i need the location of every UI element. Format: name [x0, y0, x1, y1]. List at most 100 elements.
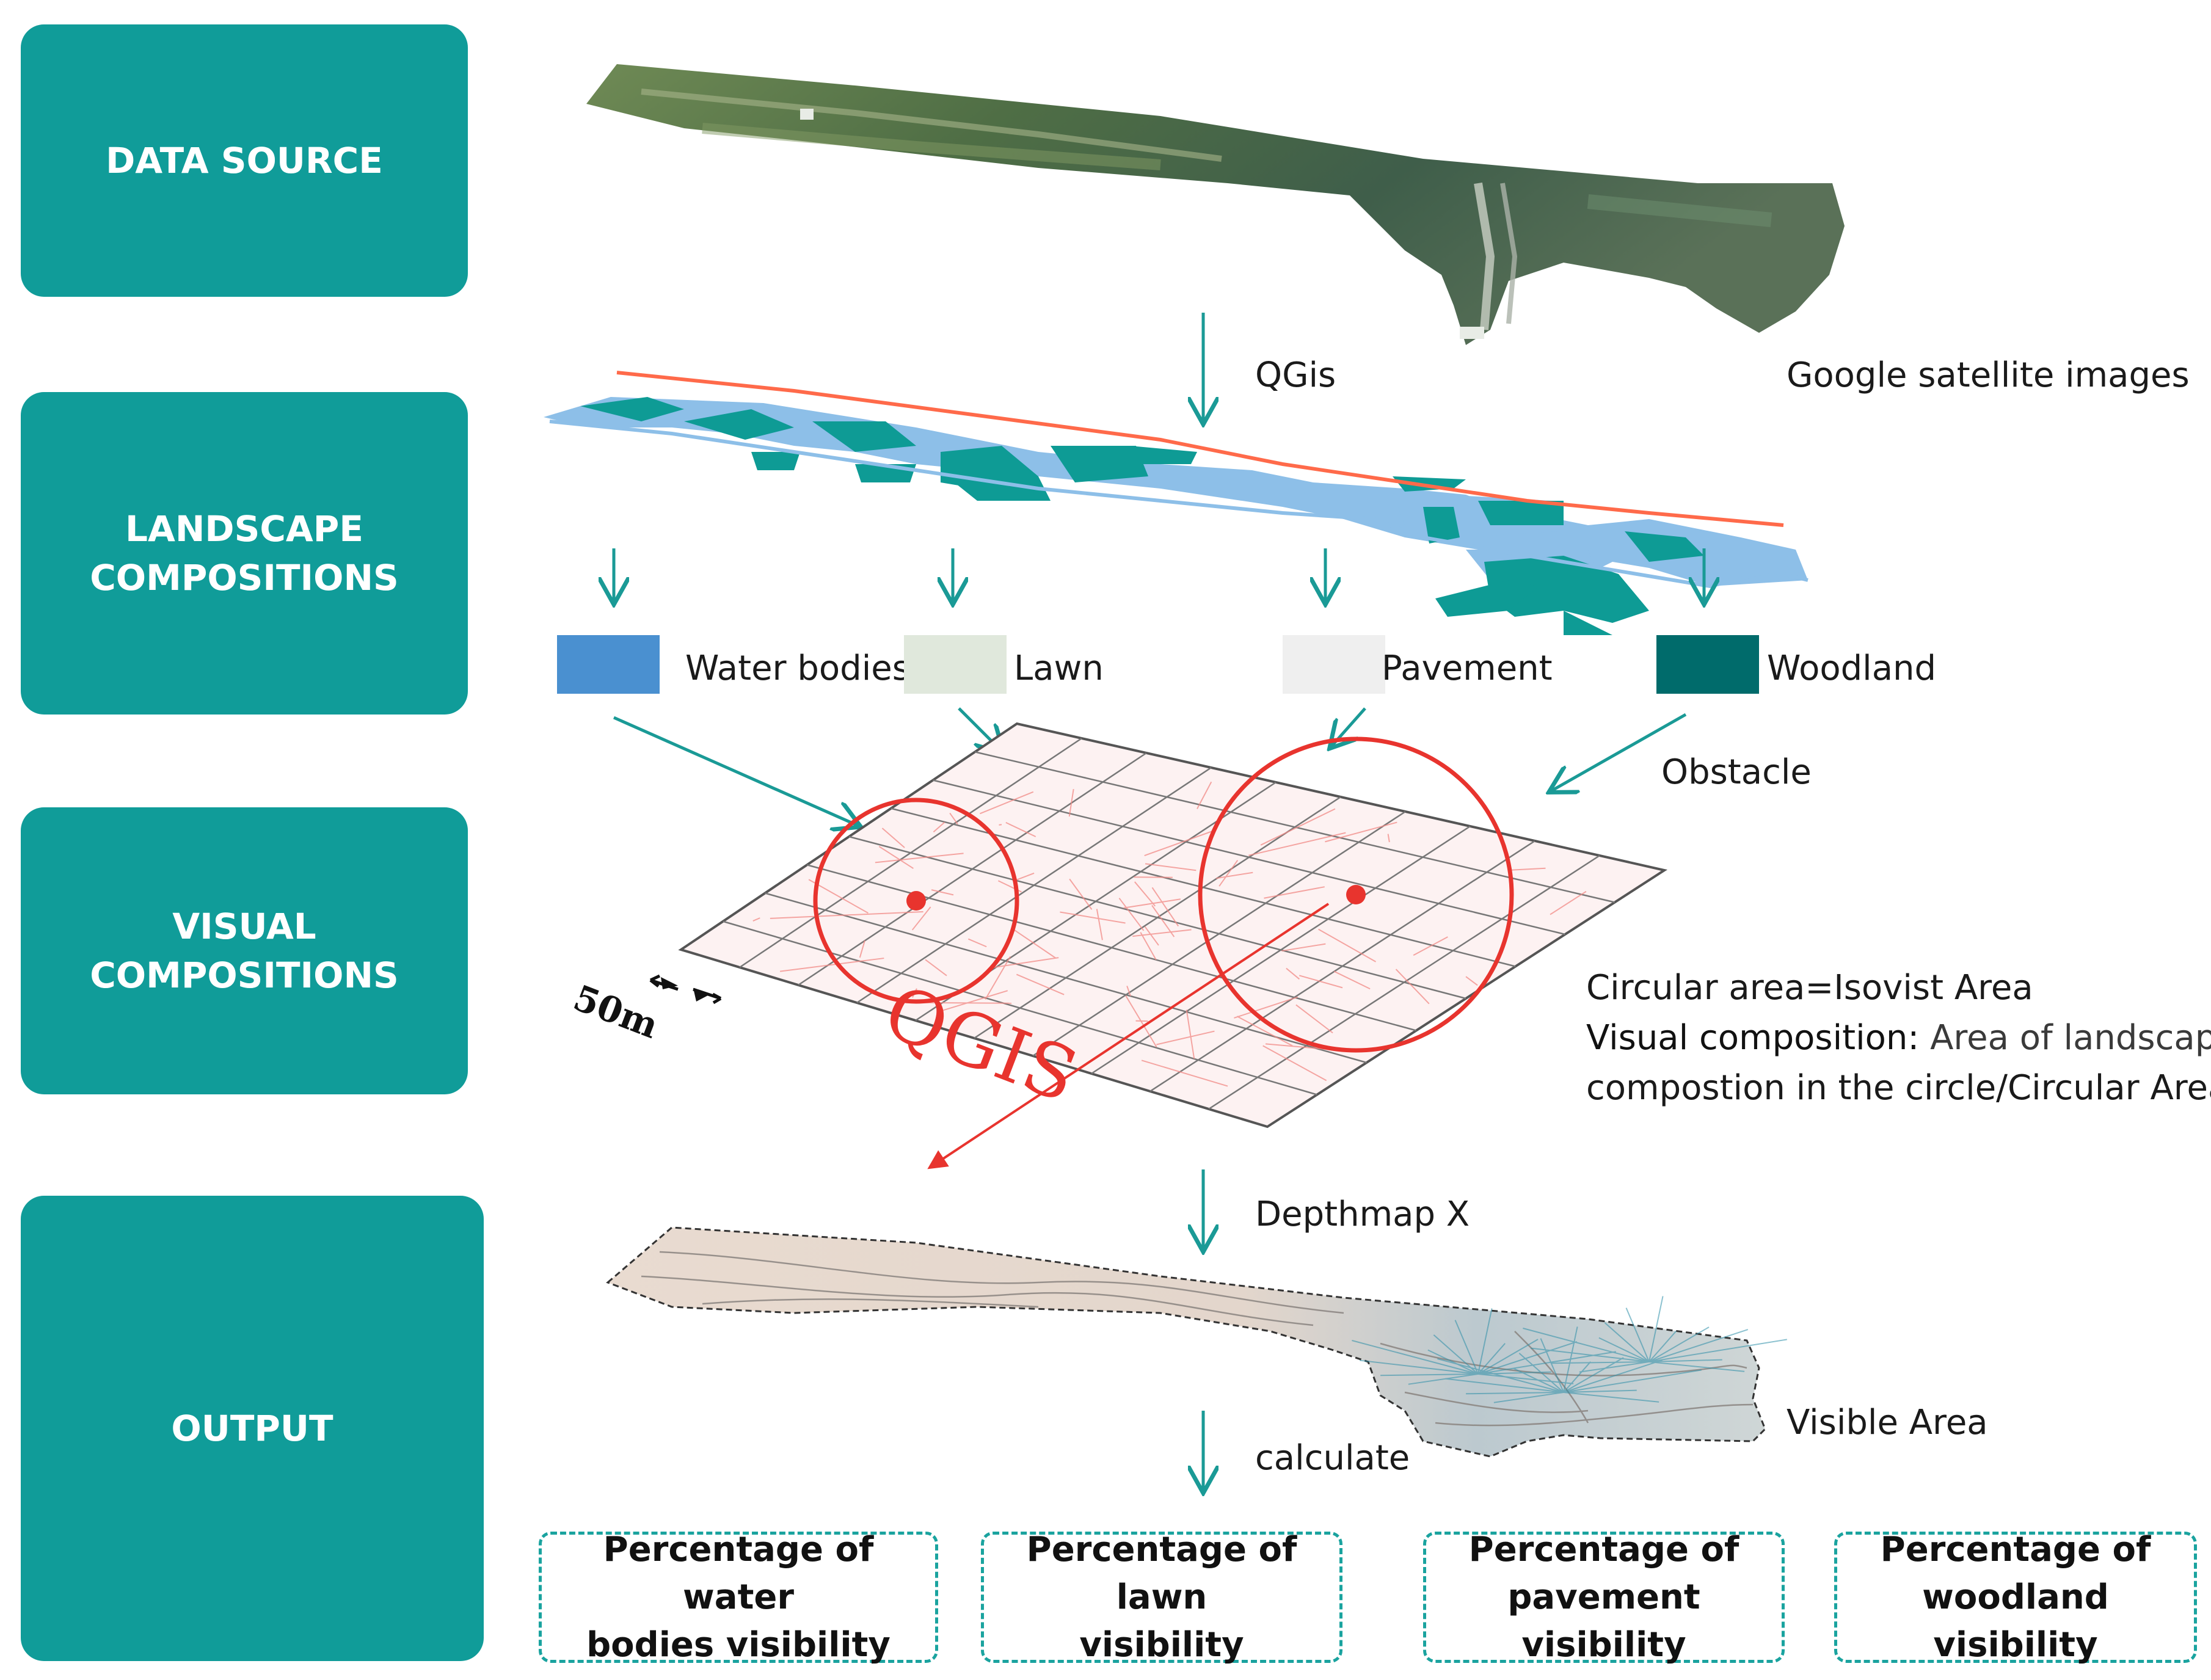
- visibility-link: [779, 958, 884, 972]
- visibility-ray: [1604, 1322, 1650, 1362]
- result-lawn-line1: Percentage of lawn: [1026, 1529, 1297, 1617]
- calculate-label: calculate: [1255, 1438, 1410, 1478]
- note-visual-desc2: compostion in the circle/Circular Area: [1586, 1068, 2211, 1108]
- landscape-map: [544, 371, 1809, 635]
- visibility-link: [1286, 967, 1300, 980]
- visibility-ray: [1563, 1359, 1663, 1393]
- visibility-link: [1140, 932, 1157, 961]
- grid-line: [848, 835, 1466, 1000]
- visibility-ray: [1477, 1371, 1551, 1375]
- grid-line: [974, 751, 1615, 903]
- visibility-ray: [1648, 1359, 1722, 1362]
- visibility-link: [1550, 890, 1587, 915]
- visibility-link: [1318, 928, 1377, 962]
- visibility-link: [1325, 821, 1397, 843]
- visibility-link: [1069, 878, 1093, 910]
- visibility-ray: [1648, 1326, 1710, 1362]
- visibility-link: [1016, 872, 1035, 881]
- visibility-link: [1234, 996, 1299, 1019]
- visibility-ray: [1477, 1308, 1493, 1375]
- visibility-link: [1281, 943, 1326, 952]
- visibility-link: [1123, 898, 1181, 909]
- visibility-link: [1151, 904, 1175, 937]
- legend-woodland-label: Woodland: [1767, 649, 1937, 688]
- visibility-link: [933, 821, 945, 833]
- visibility-link: [1060, 911, 1126, 924]
- visibility-ray: [1523, 1328, 1650, 1362]
- visibility-link: [1387, 834, 1390, 843]
- visibility-ray: [1360, 1359, 1479, 1375]
- visibility-link: [1413, 936, 1448, 956]
- stage-output-label: OUTPUT: [171, 1408, 333, 1449]
- visibility-link: [875, 853, 964, 864]
- visibility-link: [859, 940, 865, 958]
- visibility-link: [967, 938, 987, 948]
- depthmap-label: Depthmap X: [1255, 1195, 1470, 1234]
- result-water-line2: bodies visibility: [586, 1624, 891, 1665]
- swatch-water-bodies: [557, 635, 660, 694]
- arrow-water-to-grid: [613, 716, 858, 826]
- visibility-link: [752, 917, 760, 922]
- visibility-link: [1507, 867, 1546, 871]
- visibility-link: [1141, 1060, 1228, 1087]
- visibility-ray: [1648, 1329, 1749, 1362]
- red-direction-arrow: [927, 903, 1330, 1169]
- note-visual-desc1: Area of landscape: [1919, 1018, 2211, 1058]
- visibility-link: [989, 957, 1059, 969]
- result-water-line1: Percentage of water: [603, 1529, 874, 1617]
- visibility-link: [1260, 808, 1336, 846]
- visibility-ray: [1466, 1392, 1564, 1395]
- visibility-link: [939, 990, 1008, 1012]
- visibility-link: [1186, 1009, 1195, 1059]
- note-circular-area: Circular area=Isovist Area: [1586, 968, 2033, 1008]
- visibility-link: [1465, 976, 1478, 986]
- visibility-link: [1236, 1016, 1293, 1047]
- result-woodland-line1: Percentage of: [1880, 1529, 2151, 1569]
- stage-visual-compositions: VISUAL COMPOSITIONS: [21, 807, 468, 1094]
- visibility-ray: [1598, 1337, 1650, 1362]
- visibility-link: [912, 988, 917, 998]
- grid-line: [723, 920, 1317, 1096]
- visibility-link: [1068, 788, 1074, 817]
- visibility-ray: [1352, 1340, 1479, 1375]
- visibility-link: [1395, 969, 1430, 1005]
- legend-pavement-label: Pavement: [1382, 649, 1553, 688]
- stage-visual-line2: COMPOSITIONS: [90, 955, 399, 996]
- visibility-link: [1262, 1045, 1327, 1082]
- visibility-link: [949, 812, 958, 825]
- visibility-link: [1197, 781, 1212, 809]
- visibility-ray: [1477, 1343, 1506, 1375]
- visibility-ray: [1454, 1320, 1479, 1375]
- legend-lawn-label: Lawn: [1014, 649, 1104, 688]
- visibility-link: [881, 827, 905, 848]
- visibility-ray: [1445, 1378, 1564, 1393]
- visibility-ray: [1531, 1347, 1650, 1362]
- visibility-link: [1299, 975, 1343, 989]
- isovist-point-small: [906, 891, 926, 911]
- visibility-link: [1016, 973, 1065, 995]
- result-woodland-line2: woodland visibility: [1922, 1577, 2109, 1665]
- note-visual-term: Visual composition:: [1586, 1018, 1920, 1058]
- stage-data-source-label: DATA SOURCE: [106, 140, 383, 181]
- obstacle-label: Obstacle: [1661, 752, 1812, 792]
- visibility-ray: [1477, 1341, 1578, 1375]
- visibility-link: [1005, 821, 1036, 837]
- legend-water-bodies-label: Water bodies: [685, 649, 910, 688]
- visibility-ray: [1625, 1307, 1650, 1362]
- stage-output: OUTPUT: [21, 1196, 484, 1661]
- scale-label: 50m: [568, 977, 664, 1047]
- visibility-ray: [1493, 1392, 1564, 1403]
- qgis-label: QGis: [1255, 355, 1336, 395]
- scale-bar: 50m: [568, 974, 722, 1047]
- visibility-link: [1011, 928, 1057, 959]
- swatch-lawn: [904, 635, 1007, 694]
- result-pavement-line2: pavement visibility: [1507, 1577, 1700, 1665]
- visibility-ray: [1563, 1369, 1702, 1393]
- stage-visual-line1: VISUAL: [172, 906, 316, 947]
- satellite-image: [586, 64, 1845, 345]
- google-satellite-label: Google satellite images: [1787, 355, 2190, 395]
- visibility-ray: [1408, 1373, 1479, 1385]
